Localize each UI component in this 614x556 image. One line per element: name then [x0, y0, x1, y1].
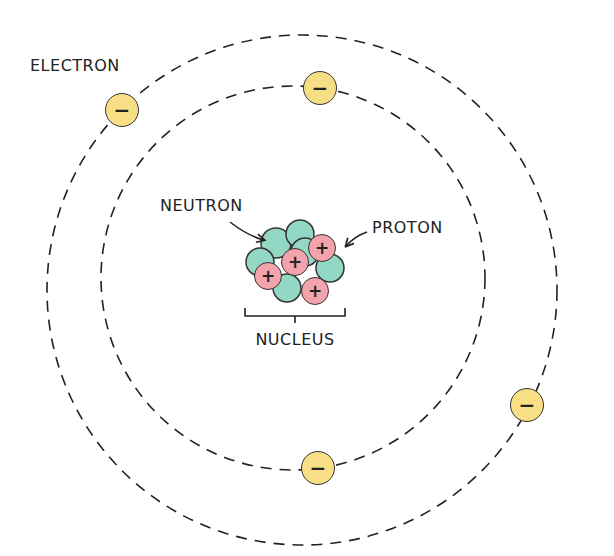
leader-arrow: [346, 232, 367, 246]
electron-circle: −: [303, 71, 337, 105]
leader-arrow: [230, 222, 264, 240]
neutrons: [246, 220, 344, 302]
nucleus-label: NUCLEUS: [255, 330, 334, 349]
charge-sign: −: [310, 458, 327, 478]
proton-label: PROTON: [372, 218, 443, 237]
electron-circle: −: [301, 451, 335, 485]
electron-label: ELECTRON: [30, 56, 120, 75]
proton-circle: +: [308, 234, 336, 262]
charge-sign: +: [308, 283, 322, 300]
electron-circle: −: [510, 388, 544, 422]
charge-sign: −: [114, 100, 131, 120]
electron-circle: −: [105, 93, 139, 127]
charge-sign: +: [315, 240, 329, 257]
proton-circle: +: [254, 262, 282, 290]
outer-orbit: [47, 35, 557, 545]
bracket: [245, 308, 345, 323]
charge-sign: +: [288, 254, 302, 271]
neutron-label: NEUTRON: [160, 196, 243, 215]
inner-orbit: [101, 86, 485, 470]
proton-circle: +: [301, 277, 329, 305]
proton-circle: +: [281, 248, 309, 276]
charge-sign: −: [519, 395, 536, 415]
charge-sign: −: [312, 78, 329, 98]
charge-sign: +: [261, 268, 275, 285]
